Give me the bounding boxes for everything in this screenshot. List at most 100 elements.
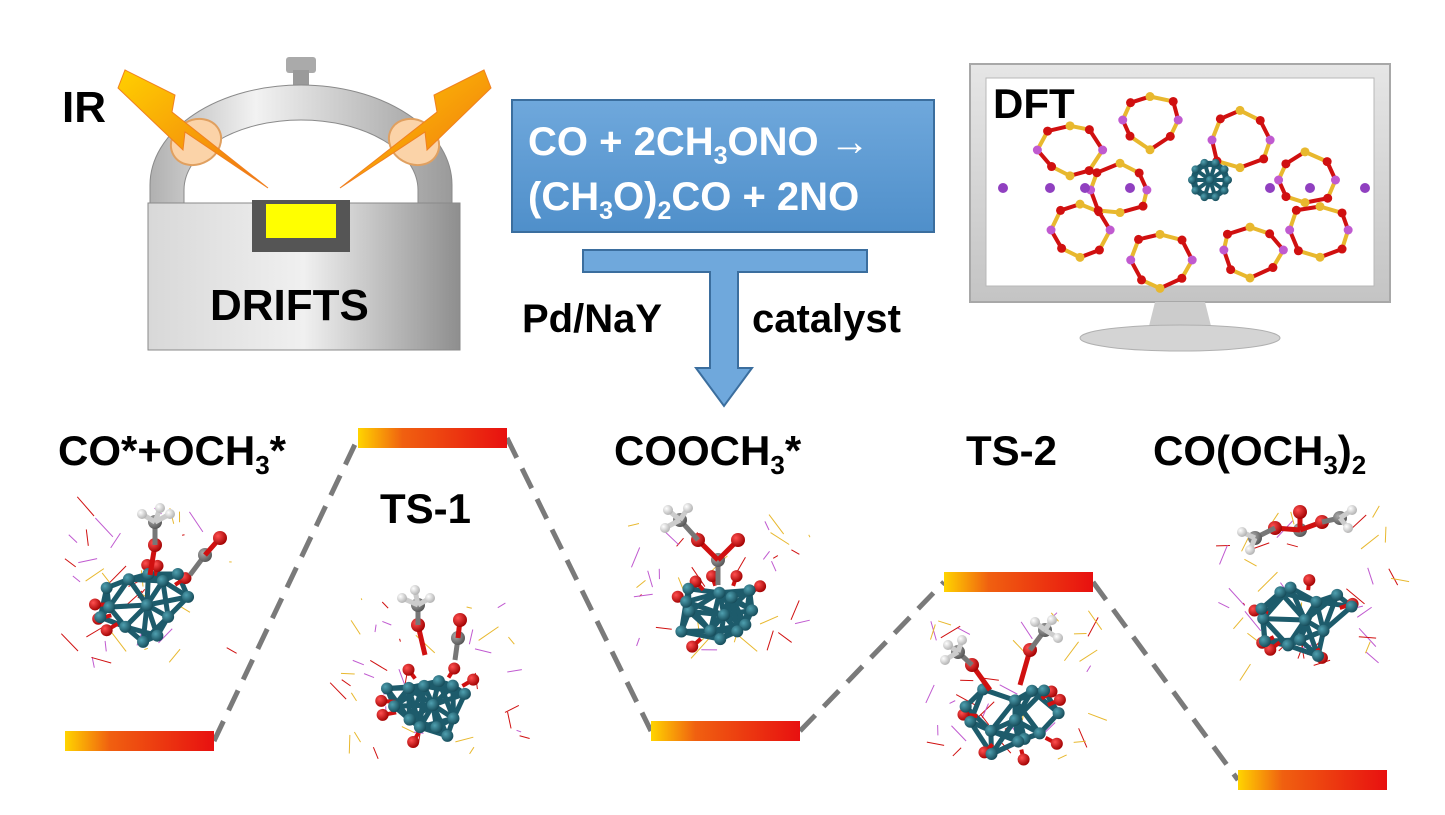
na-atom [1080,183,1090,193]
framework-bond [951,725,967,742]
framework-atom [1177,235,1187,245]
dft-monitor: DFT [969,63,1391,352]
framework-bond [469,746,475,755]
reaction-box: CO + 2CH3ONO → (CH3O)2CO + 2NO [511,99,935,233]
framework-bond [1358,636,1377,639]
framework-bond [955,694,977,706]
framework-bond [794,619,810,625]
pd-bond [685,599,725,618]
pd-bond [109,602,148,610]
formula-part: * [785,427,802,474]
oxygen-atom [689,575,702,588]
framework-bond [180,606,191,613]
framework-bond [633,593,653,598]
framework-bond [507,669,522,673]
framework-atom [1115,208,1125,218]
framework-bond [374,624,377,633]
framework-bond [1073,740,1086,743]
pd-atom [418,679,431,692]
formula-part: O) [613,175,657,219]
framework-atom [1118,115,1128,125]
framework-bond [78,558,98,564]
framework-bond [68,534,78,543]
framework-atom [1219,245,1229,255]
framework-bond [1087,610,1103,631]
framework-bond [1290,511,1295,525]
formula-part: CO*+OCH [58,427,255,474]
pd-atom [380,682,393,695]
framework-bond [91,656,112,664]
hydrogen-atom [165,509,175,519]
framework-bond [350,692,357,702]
drifts-dome [149,84,453,206]
state-label-ts2: TS-2 [966,427,1057,474]
framework-bond [1228,587,1246,607]
na-atom [1360,183,1370,193]
oxygen-atom [467,673,480,686]
path-dash-3 [798,580,946,733]
subscript: 3 [714,142,728,170]
oxygen-atom [89,598,102,611]
framework-bond [189,511,204,533]
framework-bond [468,629,474,645]
framework-bond [790,600,800,621]
zeolite-framework [998,92,1370,293]
framework-atom [1098,145,1108,155]
pd-atom [432,675,445,688]
framework-bond [1286,543,1298,548]
framework-bond [764,521,770,531]
framework-bond [497,602,506,609]
framework-atom [1165,131,1175,141]
path-dash-4 [1090,580,1241,782]
framework-bond [516,729,522,733]
framework-atom [1126,255,1136,265]
framework-atom [1093,205,1103,215]
pd-atom [675,625,688,638]
framework-bond [938,620,952,626]
structure-dmc [1216,505,1410,681]
framework-atom [1265,135,1275,145]
framework-bond [226,647,237,654]
pd-atom [743,584,756,597]
framework-atom [1259,154,1269,164]
framework-atom [1084,166,1094,176]
oxygen-atom [453,613,467,627]
framework-atom [1268,263,1278,273]
framework-bond [1064,641,1079,662]
framework-bond [1372,505,1380,518]
framework-atom [1065,171,1075,181]
state-label-cooch3: COOCH3* [614,427,802,480]
hydrogen-atom [425,593,435,603]
framework-bond [636,579,646,588]
na-atom [1045,183,1055,193]
pd-atom [458,687,471,700]
framework-atom [1173,115,1183,125]
pd-atom [441,729,454,742]
dft-label: DFT [993,80,1075,127]
framework-bond [372,747,379,760]
pd-atom [1009,714,1021,726]
subscript: 3 [770,450,784,480]
framework-bond [1244,558,1257,567]
framework-atom [1145,92,1155,102]
state-label-dmc: CO(OCH3)2 [1153,427,1366,480]
oxygen-atom [375,694,388,707]
energy-level-2 [358,428,507,448]
framework-atom [1265,229,1275,239]
monitor-neck [1148,302,1212,330]
framework-bond [1247,632,1258,642]
pd-atom [1294,633,1307,646]
pd-atom [1255,602,1268,615]
framework-atom [1187,255,1197,265]
drifts-label: DRIFTS [210,281,369,330]
pd-atom [119,620,132,633]
framework-bond [999,684,1018,695]
formula-part: TS-1 [380,485,471,532]
pd-atom [1310,595,1323,608]
oxygen-atom [731,533,745,547]
pd-atom [100,581,113,594]
framework-atom [1084,125,1094,135]
oxygen-atom [754,580,767,593]
hydrogen-atom [410,585,420,595]
framework-bond [108,565,127,584]
